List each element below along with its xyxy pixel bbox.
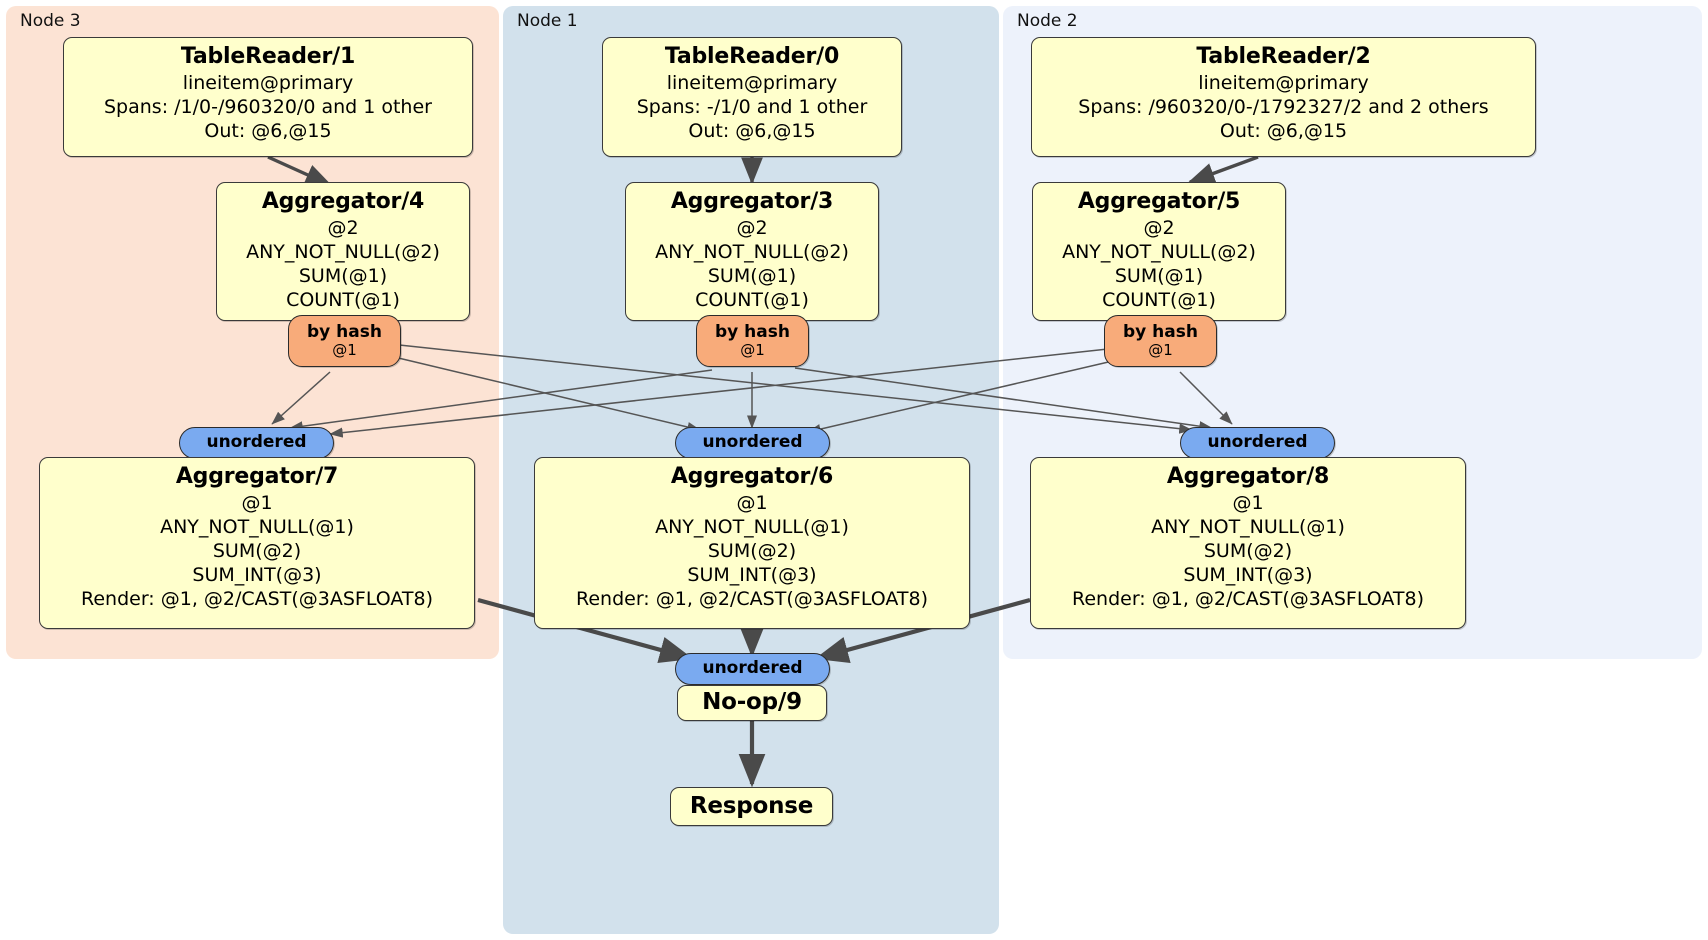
processor-line: @1 <box>241 491 273 514</box>
processor-line: Out: @6,@15 <box>688 120 816 143</box>
processor-line: COUNT(@1) <box>286 289 400 312</box>
processor-title: TableReader/1 <box>180 44 356 69</box>
router-sublabel: @1 <box>332 341 357 360</box>
sync-label: unordered <box>206 432 307 453</box>
processor-line: ANY_NOT_NULL(@1) <box>1151 515 1345 538</box>
processor-line: SUM(@2) <box>1203 540 1293 563</box>
processor-line: ANY_NOT_NULL(@1) <box>160 515 354 538</box>
processor-line: ANY_NOT_NULL(@2) <box>246 240 440 263</box>
processor-title: TableReader/0 <box>664 44 840 69</box>
processor-aggregator-7[interactable]: Aggregator/7 @1 ANY_NOT_NULL(@1) SUM(@2)… <box>39 457 475 629</box>
processor-line: Out: @6,@15 <box>204 120 332 143</box>
processor-title: Aggregator/3 <box>670 189 834 214</box>
unordered-sync-right[interactable]: unordered <box>1180 427 1335 459</box>
processor-line: Spans: /960320/0-/1792327/2 and 2 others <box>1078 95 1489 118</box>
region-label-node-2: Node 2 <box>1017 11 1078 31</box>
region-label-node-1: Node 1 <box>517 11 578 31</box>
processor-line: Render: @1, @2/CAST(@3ASFLOAT8) <box>576 588 928 611</box>
unordered-sync-center[interactable]: unordered <box>675 427 830 459</box>
processor-line: ANY_NOT_NULL(@1) <box>655 515 849 538</box>
processor-aggregator-5[interactable]: Aggregator/5 @2 ANY_NOT_NULL(@2) SUM(@1)… <box>1032 182 1286 321</box>
unordered-sync-final[interactable]: unordered <box>675 653 830 685</box>
router-sublabel: @1 <box>740 341 765 360</box>
sync-label: unordered <box>1207 432 1308 453</box>
processor-line: Render: @1, @2/CAST(@3ASFLOAT8) <box>1072 588 1424 611</box>
processor-line: Out: @6,@15 <box>1219 120 1348 143</box>
processor-title: Aggregator/7 <box>175 464 339 489</box>
router-label: by hash <box>1123 321 1198 342</box>
hash-router-center[interactable]: by hash @1 <box>696 315 809 367</box>
processor-line: SUM(@2) <box>707 540 797 563</box>
region-label-node-3: Node 3 <box>20 11 81 31</box>
processor-line: SUM_INT(@3) <box>192 564 322 587</box>
hash-router-left[interactable]: by hash @1 <box>288 315 401 367</box>
processor-line: SUM(@1) <box>1114 265 1204 288</box>
hash-router-right[interactable]: by hash @1 <box>1104 315 1217 367</box>
processor-line: COUNT(@1) <box>1102 289 1216 312</box>
processor-line: lineitem@primary <box>666 71 838 94</box>
processor-line: ANY_NOT_NULL(@2) <box>1062 240 1256 263</box>
processor-table-reader-0[interactable]: TableReader/0 lineitem@primary Spans: -/… <box>602 37 902 157</box>
processor-title: Response <box>689 792 814 819</box>
processor-noop-9[interactable]: No-op/9 <box>677 685 827 721</box>
router-label: by hash <box>307 321 382 342</box>
processor-line: SUM_INT(@3) <box>687 564 817 587</box>
processor-line: @1 <box>736 491 768 514</box>
processor-table-reader-2[interactable]: TableReader/2 lineitem@primary Spans: /9… <box>1031 37 1536 157</box>
processor-title: Aggregator/4 <box>261 189 425 214</box>
processor-line: Spans: /1/0-/960320/0 and 1 other <box>104 95 432 118</box>
processor-line: Spans: -/1/0 and 1 other <box>636 95 868 118</box>
unordered-sync-left[interactable]: unordered <box>179 427 334 459</box>
processor-line: SUM(@2) <box>212 540 302 563</box>
processor-line: SUM(@1) <box>707 265 797 288</box>
sync-label: unordered <box>702 658 803 679</box>
processor-aggregator-4[interactable]: Aggregator/4 @2 ANY_NOT_NULL(@2) SUM(@1)… <box>216 182 470 321</box>
router-label: by hash <box>715 321 790 342</box>
processor-line: ANY_NOT_NULL(@2) <box>655 240 849 263</box>
sync-label: unordered <box>702 432 803 453</box>
processor-title: No-op/9 <box>702 689 802 716</box>
processor-line: @2 <box>1143 216 1175 239</box>
processor-response[interactable]: Response <box>670 787 833 826</box>
processor-title: Aggregator/5 <box>1077 189 1241 214</box>
processor-line: SUM(@1) <box>298 265 388 288</box>
processor-line: lineitem@primary <box>1198 71 1369 94</box>
processor-table-reader-1[interactable]: TableReader/1 lineitem@primary Spans: /1… <box>63 37 473 157</box>
processor-line: @2 <box>327 216 359 239</box>
processor-aggregator-8[interactable]: Aggregator/8 @1 ANY_NOT_NULL(@1) SUM(@2)… <box>1030 457 1466 629</box>
processor-aggregator-3[interactable]: Aggregator/3 @2 ANY_NOT_NULL(@2) SUM(@1)… <box>625 182 879 321</box>
processor-line: SUM_INT(@3) <box>1183 564 1313 587</box>
processor-line: COUNT(@1) <box>695 289 809 312</box>
processor-title: Aggregator/6 <box>670 464 834 489</box>
processor-line: @2 <box>736 216 768 239</box>
processor-line: lineitem@primary <box>182 71 354 94</box>
processor-aggregator-6[interactable]: Aggregator/6 @1 ANY_NOT_NULL(@1) SUM(@2)… <box>534 457 970 629</box>
processor-line: Render: @1, @2/CAST(@3ASFLOAT8) <box>81 588 433 611</box>
router-sublabel: @1 <box>1148 341 1173 360</box>
processor-line: @1 <box>1232 491 1264 514</box>
processor-title: TableReader/2 <box>1196 44 1371 69</box>
processor-title: Aggregator/8 <box>1166 464 1330 489</box>
